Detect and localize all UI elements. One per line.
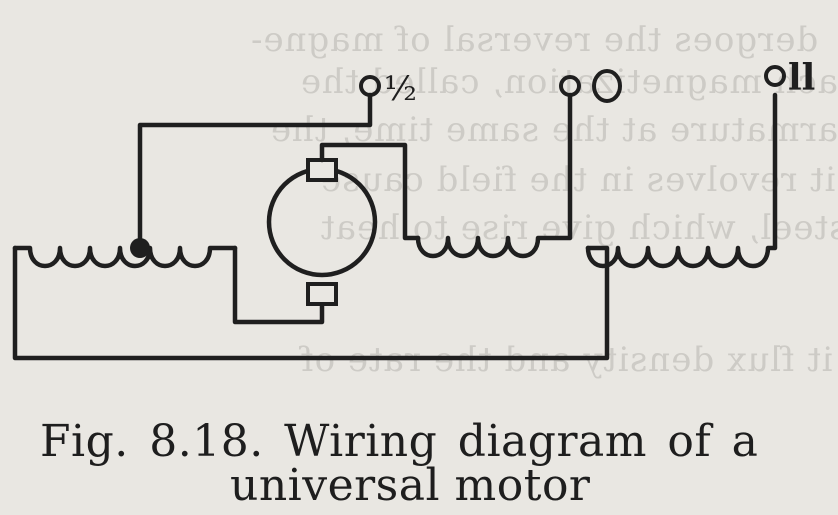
terminal-half-label: ½ [384, 69, 417, 109]
terminal-eleven-label: ll [788, 57, 815, 99]
wiring-diagram: ½ ll [12, 57, 815, 361]
figure-caption-line2: universal motor [230, 460, 591, 511]
figure-caption-line1: Fig. 8.18. Wiring diagram of a [40, 416, 759, 467]
terminal-eleven-circle [764, 65, 786, 87]
armature-brush-top [306, 158, 338, 182]
right-field-coil [585, 92, 778, 269]
bottom-return-wire [12, 245, 610, 361]
middle-field-coil [415, 92, 573, 259]
terminal-zero-circle [559, 75, 581, 97]
tap-wire [137, 92, 373, 251]
terminal-zero-label [592, 69, 622, 103]
armature-brush-bottom [306, 282, 338, 306]
terminal-half-circle [359, 75, 381, 97]
armature-lower-wire [232, 245, 325, 325]
armature-rotor [266, 166, 378, 278]
left-field-coil [12, 245, 238, 269]
tap-junction [130, 238, 150, 258]
armature-upper-wire [319, 142, 421, 241]
